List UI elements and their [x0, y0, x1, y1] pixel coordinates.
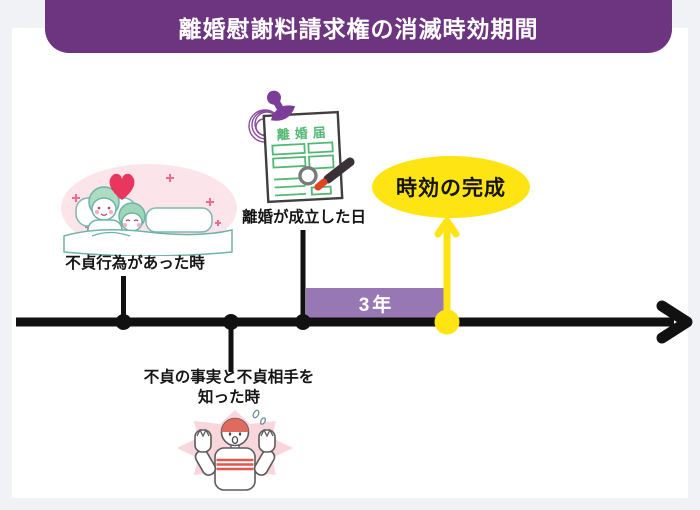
seal-circle — [298, 166, 318, 186]
knew-event-label: 不貞の事実と不貞相手を 知った時 — [129, 368, 329, 408]
form-fields — [271, 141, 335, 197]
blanket — [63, 229, 233, 256]
completion-balloon: 時効の完成 — [372, 156, 530, 218]
couple-in-bed-illustration — [61, 164, 237, 256]
shocked-person-illustration — [177, 409, 293, 491]
knew-event-label-line1: 不貞の事実と不貞相手を — [143, 369, 315, 386]
form-title: 離婚届 — [276, 125, 331, 143]
heart-icon — [109, 173, 135, 200]
pen-icon — [314, 157, 355, 191]
infidelity-event-label: 不貞行為があった時 — [65, 255, 205, 272]
hanko-stamp-icon — [267, 90, 296, 121]
period-label: 3年 — [358, 294, 395, 316]
period-bar: 3年 — [306, 288, 447, 318]
completion-label: 時効の完成 — [396, 177, 506, 200]
divorce-form-illustration: 離婚届 — [248, 90, 355, 204]
page-title: 離婚慰謝料請求権の消滅時効期間 — [178, 15, 539, 42]
divorce-paper: 離婚届 — [262, 110, 344, 204]
person-body — [194, 428, 276, 491]
man-figure — [87, 186, 123, 243]
content-card — [12, 28, 688, 498]
knew-event-label-line2: 知った時 — [197, 389, 260, 406]
person-head — [220, 417, 250, 447]
divorce-event-label: 離婚が成立した日 — [241, 209, 366, 226]
woman-figure — [118, 202, 146, 232]
header-banner: 離婚慰謝料請求権の消滅時効期間 — [45, 0, 672, 53]
sweat-drop-icons — [252, 409, 267, 425]
